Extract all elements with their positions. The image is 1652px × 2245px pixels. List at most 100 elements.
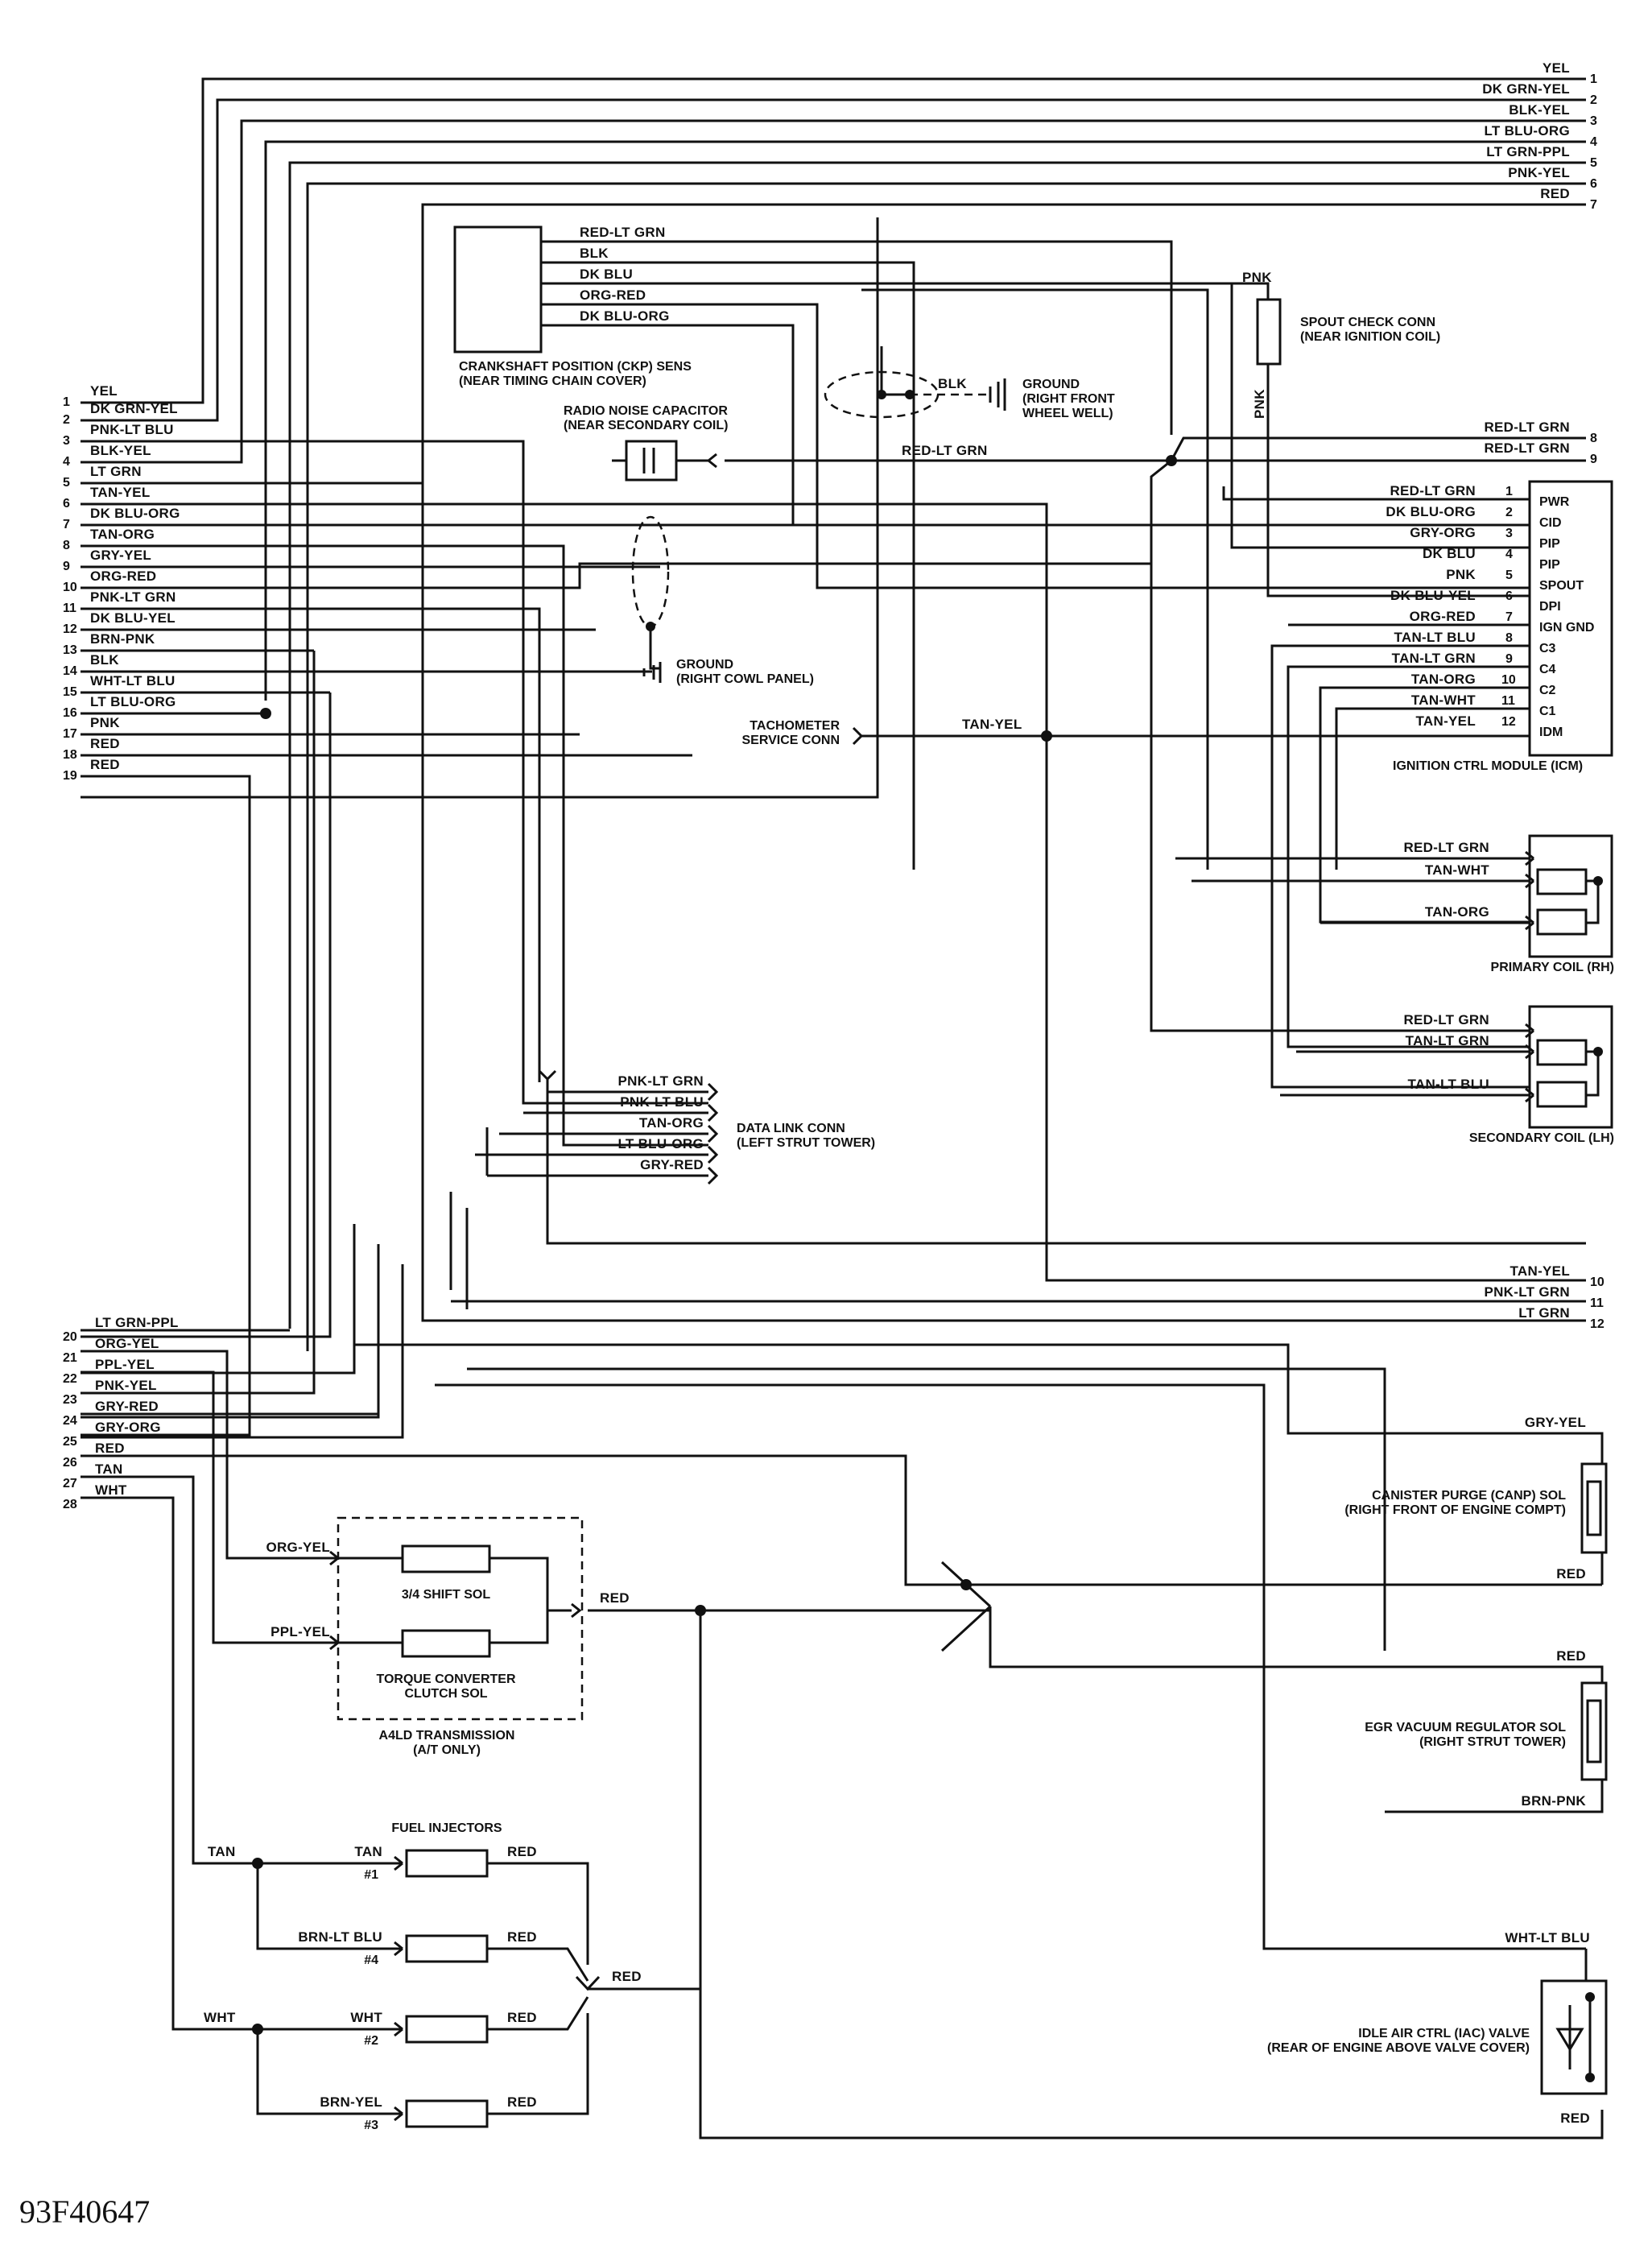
icm-pin-wire: ORG-RED bbox=[1410, 609, 1476, 624]
left-wire-pin: 5 bbox=[63, 476, 70, 490]
dlc-location: (LEFT STRUT TOWER) bbox=[737, 1136, 875, 1150]
splice-dot bbox=[960, 1579, 972, 1590]
secondary-coil-title: SECONDARY COIL (LH) bbox=[1469, 1131, 1614, 1145]
right-wire-label: RED-LT GRN bbox=[1484, 420, 1570, 435]
trans-wire-out: RED bbox=[600, 1590, 630, 1606]
injectors-wire-out: RED bbox=[612, 1969, 642, 1984]
icm-pin-name: IDM bbox=[1539, 726, 1563, 739]
icm-pin-number: 6 bbox=[1505, 589, 1513, 603]
canp-title: CANISTER PURGE (CANP) SOL bbox=[1372, 1489, 1566, 1503]
spout-check-connector: PNK PNK SPOUT CHECK CONN (NEAR IGNITION … bbox=[1127, 270, 1530, 597]
dlc-title: DATA LINK CONN bbox=[737, 1122, 845, 1135]
splice-dot bbox=[1166, 455, 1177, 466]
left-wire-label: PNK-YEL bbox=[95, 1378, 157, 1393]
egr-wire-top: RED bbox=[1556, 1648, 1586, 1664]
capacitor-location: (NEAR SECONDARY COIL) bbox=[564, 419, 728, 432]
left-wire-label: GRY-YEL bbox=[90, 548, 151, 563]
ground-cowl-title: GROUND bbox=[676, 658, 733, 672]
left-wire-group-b: LT GRN-PPL 20 ORG-YEL 21 PPL-YEL 22 PNK-… bbox=[63, 805, 1602, 2031]
injector-wire: BRN-LT BLU bbox=[298, 1929, 382, 1945]
ckp-sensor-body bbox=[453, 225, 543, 353]
trans-title: A4LD TRANSMISSION bbox=[379, 1729, 515, 1743]
left-wire-pin: 22 bbox=[63, 1372, 77, 1386]
tach-title1: TACHOMETER bbox=[750, 719, 840, 733]
egr-solenoid-body bbox=[1580, 1681, 1608, 1781]
left-wire-pin: 28 bbox=[63, 1498, 77, 1511]
tcc-sol-label2: CLUTCH SOL bbox=[404, 1687, 487, 1701]
icm-pin-number: 12 bbox=[1501, 715, 1516, 729]
egr-location: (RIGHT STRUT TOWER) bbox=[1419, 1735, 1566, 1749]
dlc-wire: LT BLU-ORG bbox=[617, 1136, 704, 1151]
injector-wire: WHT bbox=[350, 2010, 382, 2025]
splice-dot bbox=[646, 622, 655, 631]
left-wire-pin: 1 bbox=[63, 395, 70, 409]
top-wire-pin: 3 bbox=[1590, 114, 1597, 128]
icm-pin-wire: DK BLU-ORG bbox=[1386, 504, 1476, 519]
ground-front-title: GROUND bbox=[1022, 378, 1080, 391]
left-wire-label: BLK-YEL bbox=[90, 443, 151, 458]
ckp-location: (NEAR TIMING CHAIN COVER) bbox=[459, 374, 646, 388]
splice-dot bbox=[905, 390, 915, 399]
left-wire-label: WHT-LT BLU bbox=[90, 673, 176, 688]
capacitor-title: RADIO NOISE CAPACITOR bbox=[564, 404, 728, 418]
left-wire-pin: 26 bbox=[63, 1456, 77, 1470]
tach-wire: TAN-YEL bbox=[962, 717, 1022, 732]
icm-pin-name: CID bbox=[1539, 516, 1562, 530]
splice-dot bbox=[252, 1858, 263, 1869]
top-wire-label: LT GRN-PPL bbox=[1486, 144, 1570, 159]
icm-pin-wire: DK BLU bbox=[1423, 546, 1476, 561]
tach-title2: SERVICE CONN bbox=[741, 734, 840, 747]
left-wire-label: ORG-YEL bbox=[95, 1336, 159, 1351]
left-wire-pin: 11 bbox=[63, 602, 76, 615]
ckp-sensor: RED-LT GRN BLK DK BLU ORG-RED DK BLU-ORG… bbox=[453, 225, 1530, 870]
left-wire-label: TAN-ORG bbox=[90, 527, 155, 542]
left-wire-label: PNK-LT GRN bbox=[90, 589, 176, 605]
icm-pin-name: IGN GND bbox=[1539, 621, 1594, 635]
dlc-wire: PNK-LT GRN bbox=[617, 1073, 704, 1089]
icm-pin-wire: DK BLU-YEL bbox=[1390, 588, 1476, 603]
icm-pin-name: SPOUT bbox=[1539, 579, 1584, 593]
injector-number: #2 bbox=[364, 2034, 378, 2048]
left-wire-label: TAN-YEL bbox=[90, 485, 151, 500]
icm-pin-number: 10 bbox=[1501, 673, 1516, 687]
splice-dot bbox=[1593, 876, 1603, 886]
egr-title: EGR VACUUM REGULATOR SOL bbox=[1365, 1721, 1566, 1734]
ckp-title: CRANKSHAFT POSITION (CKP) SENS bbox=[459, 360, 692, 374]
top-wire-label: RED bbox=[1540, 186, 1570, 201]
secondary-coil-wire: TAN-LT GRN bbox=[1406, 1033, 1489, 1048]
coil-winding bbox=[1536, 908, 1588, 936]
coil-winding bbox=[1536, 1081, 1588, 1108]
left-wire-label: BRN-PNK bbox=[90, 631, 155, 647]
ground-front-location2: WHEEL WELL) bbox=[1022, 407, 1113, 420]
canp-location: (RIGHT FRONT OF ENGINE COMPT) bbox=[1344, 1503, 1566, 1517]
shift-sol-label: 3/4 SHIFT SOL bbox=[402, 1588, 490, 1602]
left-wire-label: TAN bbox=[95, 1462, 123, 1477]
spout-title: SPOUT CHECK CONN bbox=[1300, 316, 1435, 329]
icm-pin-wire: TAN-LT BLU bbox=[1394, 630, 1476, 645]
canp-wire-bottom: RED bbox=[1556, 1566, 1586, 1581]
left-wire-label: LT BLU-ORG bbox=[90, 694, 176, 709]
fuel-injectors: FUEL INJECTORS TAN WHT RED TAN #1 RED BR… bbox=[173, 1821, 700, 2132]
right-wire-label: TAN-YEL bbox=[1510, 1263, 1571, 1279]
injector-number: #4 bbox=[364, 1954, 378, 1967]
top-wire-pin: 5 bbox=[1590, 156, 1597, 170]
left-wire-pin: 27 bbox=[63, 1477, 77, 1490]
secondary-coil-wire: RED-LT GRN bbox=[1403, 1012, 1489, 1027]
icm-pin-number: 2 bbox=[1505, 506, 1513, 519]
ckp-wire-label: ORG-RED bbox=[580, 287, 646, 303]
red-splice-junction bbox=[695, 1561, 1604, 2140]
shift-sol-coil bbox=[401, 1544, 491, 1573]
injector-number: #3 bbox=[364, 2119, 378, 2132]
top-wire-pin: 4 bbox=[1590, 135, 1597, 149]
icm-pin-name: DPI bbox=[1539, 600, 1561, 614]
splice-dot bbox=[1593, 1047, 1603, 1056]
left-wire-label: PNK-LT BLU bbox=[90, 422, 174, 437]
icm-pin-number: 1 bbox=[1505, 485, 1513, 498]
right-wire-pin: 11 bbox=[1590, 1296, 1604, 1310]
shield-ellipse bbox=[631, 515, 670, 628]
canister-purge-solenoid: GRY-YEL RED CANISTER PURGE (CANP) SOL (R… bbox=[1288, 1415, 1608, 1585]
icm-pin-name: PIP bbox=[1539, 537, 1560, 551]
left-wire-label: LT GRN-PPL bbox=[95, 1315, 179, 1330]
left-wire-label: RED bbox=[95, 1441, 125, 1456]
injector-out: RED bbox=[507, 1844, 537, 1859]
